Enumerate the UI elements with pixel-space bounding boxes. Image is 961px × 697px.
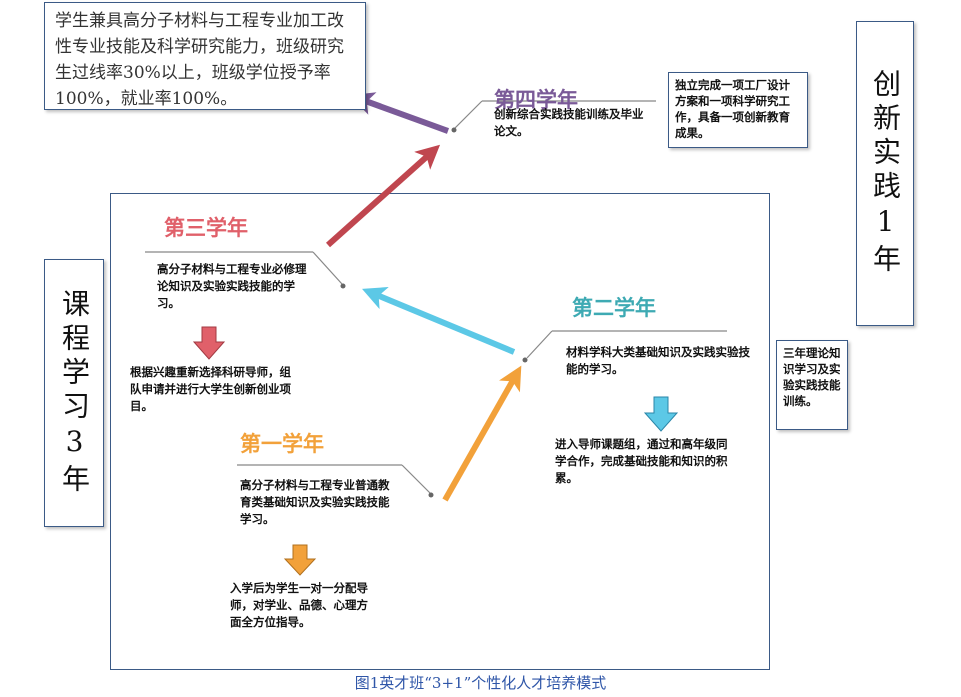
- main-frame: [110, 193, 770, 670]
- year2-connector: [522, 330, 727, 363]
- arrow-year4-to-outcome: [349, 92, 450, 134]
- year4-description: 创新综合实践技能训练及毕业论文。: [494, 107, 644, 138]
- year2-description: 材料学科大类基础知识及实践实验技能的学习。: [566, 345, 750, 376]
- arrow-year1-to-year2: [442, 365, 522, 502]
- year3-title: 第三学年: [164, 216, 248, 240]
- year4-title: 第四学年: [494, 88, 578, 112]
- arrow-year2-to-year3: [362, 286, 516, 355]
- year4-detail-box: 独立完成一项工厂设计方案和一项科学研究工作，具备一项创新教育成果。: [668, 72, 808, 148]
- year2-detail: 进入导师课题组，通过和高年级同学合作，完成基础技能和知识的积累。: [555, 437, 728, 485]
- theory-practice-note: 三年理论知识学习及实验实践技能训练。: [776, 340, 848, 430]
- innovation-practice-label: 创新实践1年: [856, 21, 914, 326]
- arrow-year3-to-year4: [326, 144, 441, 248]
- down-arrow-year1: [283, 544, 317, 576]
- year3-description: 高分子材料与工程专业必修理论知识及实验实践技能的学习。: [157, 262, 307, 310]
- year4-connector: [451, 100, 656, 133]
- year3-connector: [145, 251, 346, 289]
- year1-detail: 入学后为学生一对一分配导师，对学业、品德、心理方面全方位指导。: [230, 581, 368, 629]
- down-arrow-year3: [192, 326, 226, 360]
- figure-caption: 图1英才班“3+1”个性化人才培养模式: [354, 674, 607, 692]
- outcome-box: 学生兼具高分子材料与工程专业加工改性专业技能及科学研究能力，班级研究生过线率30…: [44, 2, 366, 110]
- year1-description: 高分子材料与工程专业普通教育类基础知识及实验实践技能学习。: [240, 478, 390, 526]
- year1-connector: [237, 464, 434, 498]
- year2-title: 第二学年: [572, 296, 656, 320]
- year3-detail: 根据兴趣重新选择科研导师，组队申请并进行大学生创新创业项目。: [130, 365, 291, 413]
- course-study-label: 课程学习3年: [44, 259, 104, 527]
- year1-title: 第一学年: [240, 432, 324, 456]
- down-arrow-year2: [643, 396, 679, 432]
